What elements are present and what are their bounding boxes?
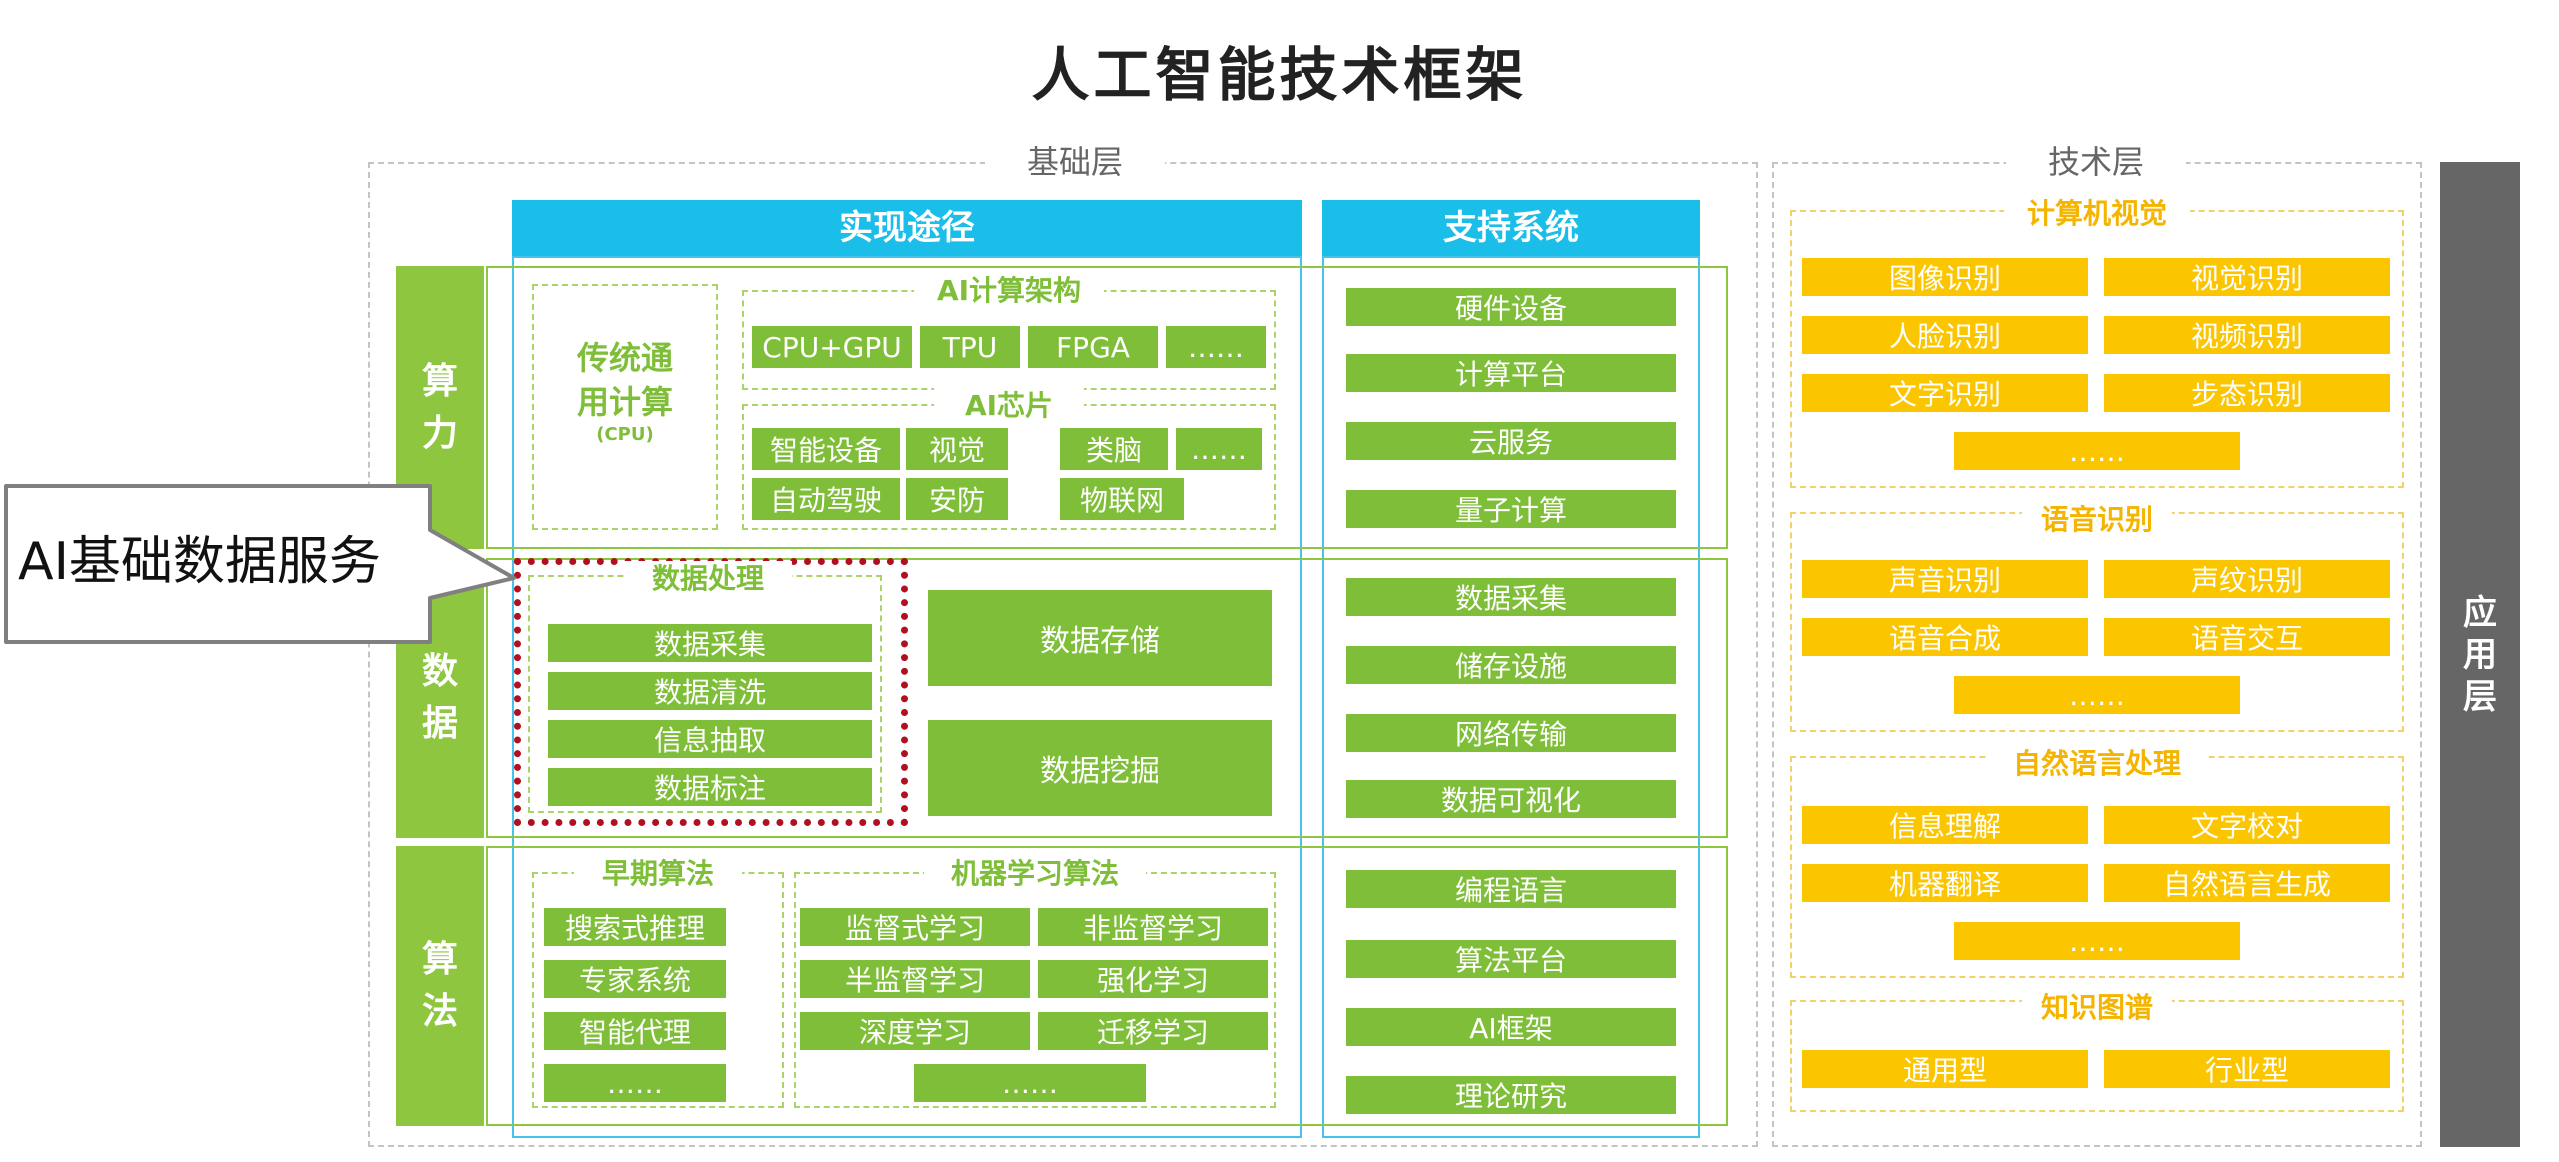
early-algorithm-item: 智能代理	[544, 1012, 726, 1050]
tech-item: 通用型	[1802, 1050, 2088, 1088]
support-item-data: 储存设施	[1346, 646, 1676, 684]
row-tab-compute-label: 算力	[421, 360, 458, 454]
support-item-algorithm: 理论研究	[1346, 1076, 1676, 1114]
application-layer-label: 应用层	[2463, 592, 2497, 717]
support-item-compute: 硬件设备	[1346, 288, 1676, 326]
compute-row-outline	[486, 266, 1728, 549]
tech-item: 语音合成	[1802, 618, 2088, 656]
column-header-implementation: 实现途径	[512, 200, 1302, 256]
ai-chip-item: 智能设备	[752, 428, 900, 470]
tech-item: 声音识别	[1802, 560, 2088, 598]
tech-item: 文字校对	[2104, 806, 2390, 844]
support-item-compute: 量子计算	[1346, 490, 1676, 528]
ml-algorithm-item: 深度学习	[800, 1012, 1030, 1050]
data-processing-item: 数据采集	[548, 624, 872, 662]
row-tab-algorithm-label: 算法	[421, 939, 458, 1032]
traditional-computing-box	[532, 284, 718, 530]
ai-architecture-title: AI计算架构	[914, 273, 1104, 309]
row-tab-algorithm: 算法	[396, 846, 484, 1126]
tech-item: 行业型	[2104, 1050, 2390, 1088]
support-item-algorithm: 编程语言	[1346, 870, 1676, 908]
tech-item: ……	[1954, 922, 2240, 960]
tech-group-title: 语音识别	[2022, 502, 2172, 538]
support-item-data: 数据采集	[1346, 578, 1676, 616]
column-header-support: 支持系统	[1322, 200, 1700, 256]
ai-arch-item: CPU+GPU	[752, 326, 912, 368]
row-tab-data: 数据	[396, 558, 484, 838]
support-item-compute: 计算平台	[1346, 354, 1676, 392]
tech-item: ……	[1954, 432, 2240, 470]
tech-item: 视频识别	[2104, 316, 2390, 354]
tech-item: 步态识别	[2104, 374, 2390, 412]
algorithm-row-outline	[486, 846, 1728, 1126]
ai-arch-item: ……	[1166, 326, 1266, 368]
tech-item: 机器翻译	[1802, 864, 2088, 902]
tech-layer-label: 技术层	[2006, 142, 2186, 182]
data-processing-item: 数据标注	[548, 768, 872, 806]
support-item-algorithm: AI框架	[1346, 1008, 1676, 1046]
ml-algorithm-item: 监督式学习	[800, 908, 1030, 946]
application-layer-bar: 应用层	[2440, 162, 2520, 1147]
support-item-compute: 云服务	[1346, 422, 1676, 460]
support-column-outline	[1322, 256, 1700, 1138]
ml-algorithm-item: 非监督学习	[1038, 908, 1268, 946]
ai-chip-item: 物联网	[1060, 478, 1184, 520]
callout-text: AI基础数据服务	[18, 532, 381, 592]
callout-bubble	[4, 484, 516, 644]
support-item-data: 数据可视化	[1346, 780, 1676, 818]
data-mining-box: 数据挖掘	[928, 720, 1272, 816]
ml-algorithm-item: 强化学习	[1038, 960, 1268, 998]
implementation-column-outline	[512, 256, 1302, 1138]
ml-algorithm-item: ……	[914, 1064, 1146, 1102]
ai-chip-item: 视觉	[906, 428, 1008, 470]
row-tab-data-label: 数据	[421, 651, 458, 744]
tech-item: 文字识别	[1802, 374, 2088, 412]
traditional-computing-title: 传统通用计算	[576, 339, 673, 421]
ai-arch-item: FPGA	[1028, 326, 1158, 368]
tech-item: 人脸识别	[1802, 316, 2088, 354]
data-processing-item: 信息抽取	[548, 720, 872, 758]
ai-chip-item: ……	[1176, 428, 1262, 470]
early-algorithms-title: 早期算法	[574, 856, 742, 892]
ai-arch-item: TPU	[920, 326, 1020, 368]
ml-algorithms-title: 机器学习算法	[924, 856, 1146, 892]
page-title: 人工智能技术框架	[1031, 41, 1528, 109]
support-item-data: 网络传输	[1346, 714, 1676, 752]
support-item-algorithm: 算法平台	[1346, 940, 1676, 978]
data-row-outline	[486, 558, 1728, 838]
data-processing-title: 数据处理	[624, 561, 792, 597]
tech-item: 视觉识别	[2104, 258, 2390, 296]
ai-chip-item: 类脑	[1060, 428, 1168, 470]
tech-item: ……	[1954, 676, 2240, 714]
tech-group-title: 知识图谱	[2022, 990, 2172, 1026]
traditional-computing-sub: (CPU)	[596, 424, 654, 445]
early-algorithm-item: ……	[544, 1064, 726, 1102]
tech-item: 图像识别	[1802, 258, 2088, 296]
early-algorithm-item: 专家系统	[544, 960, 726, 998]
tech-item: 语音交互	[2104, 618, 2390, 656]
ml-algorithm-item: 半监督学习	[800, 960, 1030, 998]
tech-item: 声纹识别	[2104, 560, 2390, 598]
ai-chip-item: 自动驾驶	[752, 478, 900, 520]
tech-group-title: 自然语言处理	[1988, 746, 2206, 782]
ai-chip-item: 安防	[906, 478, 1008, 520]
tech-item: 自然语言生成	[2104, 864, 2390, 902]
data-storage-box: 数据存储	[928, 590, 1272, 686]
data-processing-item: 数据清洗	[548, 672, 872, 710]
ml-algorithm-item: 迁移学习	[1038, 1012, 1268, 1050]
early-algorithm-item: 搜索式推理	[544, 908, 726, 946]
ai-chip-title: AI芯片	[934, 388, 1084, 424]
tech-group-title: 计算机视觉	[2004, 196, 2190, 232]
basic-layer-label: 基础层	[985, 142, 1165, 182]
tech-item: 信息理解	[1802, 806, 2088, 844]
